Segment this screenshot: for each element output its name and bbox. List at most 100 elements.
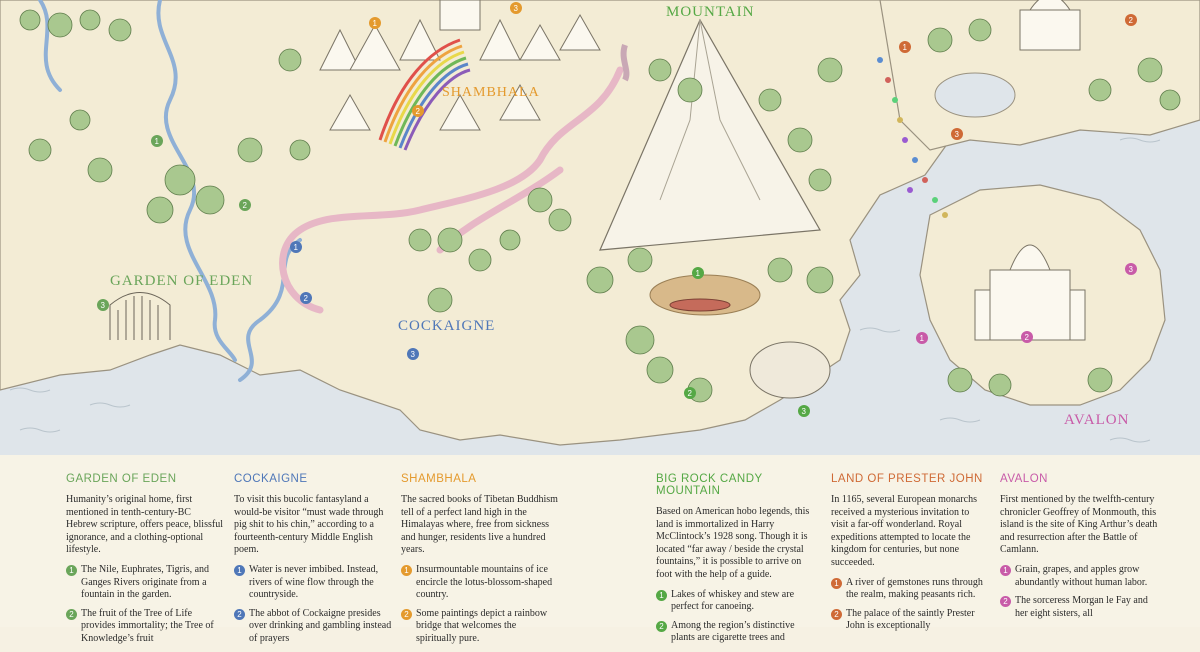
map-illustration: GARDEN OF EDEN COCKAIGNE SHAMBHALA MOUNT… — [0, 0, 1200, 455]
svg-text:1: 1 — [155, 137, 160, 146]
svg-text:2: 2 — [688, 389, 693, 398]
legend-shambhala-intro: The sacred books of Tibetan Buddhism tel… — [401, 494, 558, 556]
legend-shambhala-note-1: 1 Insurmountable mountains of ice encirc… — [401, 564, 559, 602]
badge-cockaigne-3: 3 — [407, 348, 419, 360]
legend-cockaigne-num-2: 2 — [234, 608, 245, 620]
legend-shambhala-note-1-text: Insurmountable mountains of ice encircle… — [416, 563, 553, 601]
badge-eden-1: 1 — [151, 135, 163, 147]
legend-avalon-intro: First mentioned by the twelfth-century c… — [1000, 494, 1158, 556]
legend-avalon-note-1-text: Grain, grapes, and apples grow abundantl… — [1015, 563, 1148, 588]
legend-eden-title: GARDEN OF EDEN — [66, 473, 177, 485]
legend-prester: LAND OF PRESTER JOHN In 1165, several Eu… — [831, 473, 989, 639]
legend-shambhala-num-1: 1 — [401, 564, 412, 576]
badge-shambhala-2: 2 — [412, 105, 424, 117]
legend-candy-note-1: 1 Lakes of whiskey and stew are perfect … — [656, 589, 814, 614]
badge-prester-3: 3 — [951, 128, 963, 140]
legend-candy-title: BIG ROCK CANDY MOUNTAIN — [656, 473, 763, 497]
legend-prester-note-1-text: A river of gemstones runs through the re… — [846, 576, 983, 601]
svg-text:3: 3 — [802, 407, 807, 416]
legend-prester-note-1: 1 A river of gemstones runs through the … — [831, 577, 989, 602]
legend-avalon-num-1: 1 — [1000, 564, 1011, 576]
map-label-cockaigne: COCKAIGNE — [398, 318, 495, 334]
badge-eden-2: 2 — [239, 199, 251, 211]
svg-text:1: 1 — [920, 334, 925, 343]
legend-avalon-num-2: 2 — [1000, 596, 1011, 608]
legend-cockaigne-title: COCKAIGNE — [234, 473, 308, 485]
map-label-avalon: AVALON — [1064, 412, 1129, 428]
svg-text:2: 2 — [1025, 333, 1030, 342]
badge-avalon-1: 1 — [916, 332, 928, 344]
trees — [19, 9, 1181, 403]
legend-avalon-note-1: 1 Grain, grapes, and apples grow abundan… — [1000, 564, 1158, 589]
legend-prester-num-1: 1 — [831, 577, 842, 589]
legend-cockaigne-note-1: 1 Water is never imbibed. Instead, river… — [234, 564, 392, 602]
avalon-castle — [974, 244, 1086, 341]
svg-text:3: 3 — [101, 301, 106, 310]
legend-cockaigne-intro: To visit this bucolic fantasyland a woul… — [234, 494, 384, 556]
badge-candy-1: 1 — [692, 267, 704, 279]
badge-prester-1: 1 — [899, 41, 911, 53]
rainbow-bridge — [378, 38, 471, 151]
canoe — [669, 298, 731, 312]
svg-text:2: 2 — [416, 107, 421, 116]
legend-prester-note-2: 2 The palace of the saintly Prester John… — [831, 608, 989, 633]
legend-candy: BIG ROCK CANDY MOUNTAIN Based on America… — [656, 473, 814, 651]
legend-shambhala-title: SHAMBHALA — [401, 473, 477, 485]
mountain-spring — [620, 44, 630, 82]
legend-eden-note-1: 1 The Nile, Euphrates, Tigris, and Gange… — [66, 564, 224, 602]
map-label-mountain: MOUNTAIN — [666, 4, 754, 20]
badge-avalon-2: 2 — [1021, 331, 1033, 343]
legend-prester-note-2-text: The palace of the saintly Prester John i… — [846, 607, 975, 632]
legend-prester-title: LAND OF PRESTER JOHN — [831, 473, 983, 485]
legend-eden-note-1-text: The Nile, Euphrates, Tigris, and Ganges … — [81, 563, 210, 601]
svg-text:1: 1 — [696, 269, 701, 278]
svg-text:3: 3 — [955, 130, 960, 139]
legend-avalon-note-2: 2 The sorceress Morgan le Fay and her ei… — [1000, 595, 1158, 620]
legend-candy-num-2: 2 — [656, 620, 667, 632]
legend-eden-intro: Humanity’s original home, first mentione… — [66, 494, 223, 556]
badge-cockaigne-1: 1 — [290, 241, 302, 253]
badge-shambhala-1: 1 — [369, 17, 381, 29]
legend-candy-note-2: 2 Among the region’s distinctive plants … — [656, 620, 814, 645]
legend-cockaigne: COCKAIGNE To visit this bucolic fantasyl… — [234, 473, 392, 652]
legend-candy-intro: Based on American hobo legends, this lan… — [656, 506, 810, 580]
big-rock-candy-mountain — [599, 18, 821, 251]
legend-shambhala-num-2: 2 — [401, 608, 412, 620]
prester-lake — [934, 72, 1016, 118]
legend-prester-num-2: 2 — [831, 608, 842, 620]
eden-gate — [109, 292, 171, 340]
legend-candy-num-1: 1 — [656, 589, 667, 601]
svg-text:1: 1 — [294, 243, 299, 252]
legend-avalon: AVALON First mentioned by the twelfth-ce… — [1000, 473, 1158, 626]
barrel — [749, 341, 831, 399]
badge-prester-2: 2 — [1125, 14, 1137, 26]
prester-palace — [1019, 0, 1081, 51]
legend-cockaigne-note-1-text: Water is never imbibed. Instead, rivers … — [249, 563, 379, 601]
badge-candy-2: 2 — [684, 387, 696, 399]
legend-cockaigne-num-1: 1 — [234, 564, 245, 576]
svg-text:2: 2 — [304, 294, 309, 303]
legend-candy-note-2-text: Among the region’s distinctive plants ar… — [671, 619, 795, 644]
svg-text:1: 1 — [373, 19, 378, 28]
legend-avalon-title: AVALON — [1000, 473, 1048, 485]
badge-cockaigne-2: 2 — [300, 292, 312, 304]
legend-eden-num-1: 1 — [66, 564, 77, 576]
map-label-eden: GARDEN OF EDEN — [110, 273, 253, 289]
legend-shambhala: SHAMBHALA The sacred books of Tibetan Bu… — [401, 473, 559, 652]
legend-eden: GARDEN OF EDEN Humanity’s original home,… — [66, 473, 224, 652]
legend-candy-note-1-text: Lakes of whiskey and stew are perfect fo… — [671, 588, 795, 613]
shambhala-palace — [439, 0, 481, 31]
svg-text:3: 3 — [514, 4, 519, 13]
badge-shambhala-3: 3 — [510, 2, 522, 14]
legend-avalon-note-2-text: The sorceress Morgan le Fay and her eigh… — [1015, 595, 1148, 619]
svg-text:2: 2 — [1129, 16, 1134, 25]
shambhala-mountains — [319, 13, 601, 131]
legend: GARDEN OF EDEN Humanity’s original home,… — [0, 455, 1200, 644]
badge-avalon-3: 3 — [1125, 263, 1137, 275]
svg-text:2: 2 — [243, 201, 248, 210]
legend-eden-num-2: 2 — [66, 608, 77, 620]
svg-text:3: 3 — [1129, 265, 1134, 274]
svg-text:1: 1 — [903, 43, 908, 52]
gemstone-river — [877, 57, 948, 218]
map-label-shambhala: SHAMBHALA — [442, 85, 540, 100]
